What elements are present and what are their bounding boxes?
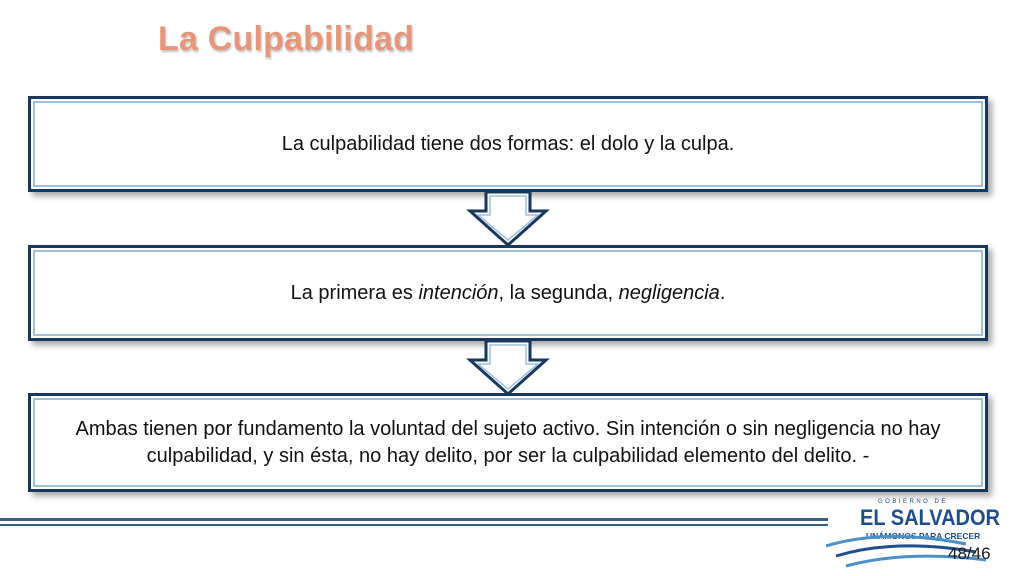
- step-box-2: La primera es intención, la segunda, neg…: [28, 245, 988, 341]
- logo-tagline: UNÁMONOS PARA CRECER: [866, 531, 980, 541]
- down-arrow-icon: [466, 339, 550, 397]
- step-2-text: La primera es intención, la segunda, neg…: [291, 280, 726, 307]
- step-3-text: Ambas tienen por fundamento la voluntad …: [75, 417, 941, 467]
- logo-main-text: EL SALVADOR: [860, 505, 1000, 530]
- footer-divider-thin: [0, 524, 828, 526]
- gobierno-el-salvador-logo: GOBIERNO DE EL SALVADOR UNÁMONOS PARA CR…: [826, 499, 1000, 568]
- step-2-emphasis-intencion: intención: [418, 281, 499, 304]
- step-2-part-1: La primera es: [290, 281, 419, 304]
- step-box-1: La culpabilidad tiene dos formas: el dol…: [28, 96, 988, 192]
- step-2-emphasis-negligencia: negligencia: [618, 281, 720, 304]
- down-arrow-icon: [466, 190, 550, 248]
- step-2-part-5: .: [719, 281, 726, 304]
- step-box-3: Ambas tienen por fundamento la voluntad …: [28, 393, 988, 492]
- logo-top-text: GOBIERNO DE: [878, 499, 948, 505]
- step-2-part-3: , la segunda,: [498, 281, 619, 304]
- step-1-text: La culpabilidad tiene dos formas: el dol…: [281, 132, 735, 155]
- page-number: 48/46: [948, 544, 991, 563]
- footer-divider: [0, 518, 828, 521]
- slide-title: La Culpabilidad: [158, 20, 415, 58]
